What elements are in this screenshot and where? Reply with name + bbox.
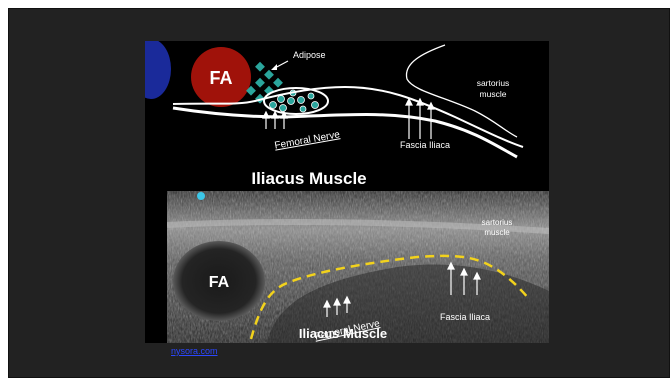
diagram-fascia-iliaca-label: Fascia Iliaca: [400, 140, 450, 150]
probe-marker-dot: [197, 192, 205, 200]
diagram-iliacus-label: Iliacus Muscle: [251, 169, 366, 188]
anatomy-figure: FA Adipose: [145, 41, 549, 343]
adipose-label: Adipose: [293, 50, 326, 60]
schematic-diagram: FA Adipose: [145, 41, 549, 191]
diagram-sartorius-label-2: muscle: [480, 89, 507, 99]
us-fa-label: FA: [209, 274, 230, 291]
presentation-slide: FA Adipose: [8, 8, 670, 378]
diagram-sartorius-label-1: sartorius: [477, 78, 510, 88]
source-link[interactable]: nysora.com: [171, 346, 218, 356]
us-iliacus-label: Iliacus Muscle: [299, 326, 387, 341]
us-sartorius-label-2: muscle: [484, 228, 510, 237]
diagram-fa-label: FA: [209, 68, 232, 88]
us-fascia-iliaca-label: Fascia Iliaca: [440, 312, 490, 322]
us-sartorius-label-1: sartorius: [482, 218, 513, 227]
ultrasound-image: FA sartorius muscle Fascia Iliaca: [167, 191, 549, 343]
